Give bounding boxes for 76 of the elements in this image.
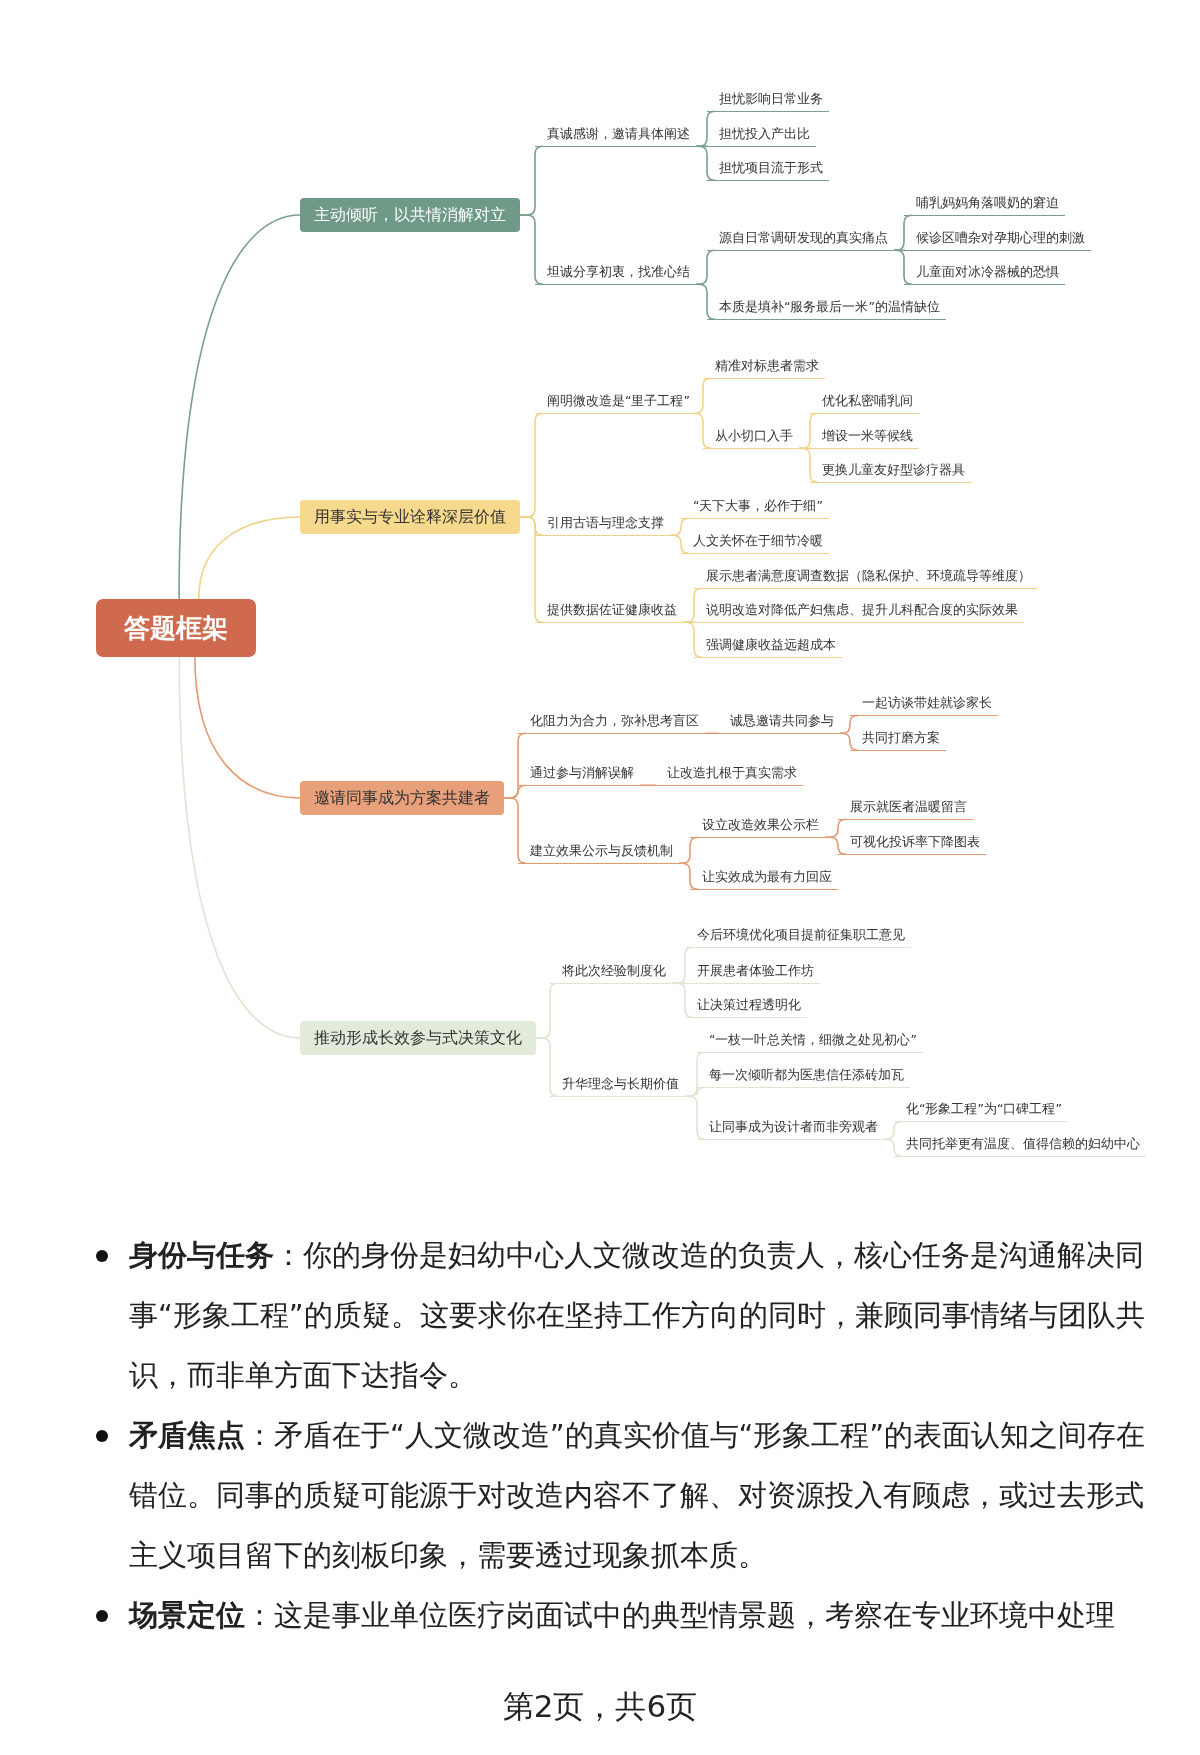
subtopic-label: 候诊区嘈杂对孕期心理的刺激 [904, 227, 1091, 251]
subtopic-label: 化“形象工程”为“口碑工程” [894, 1098, 1068, 1122]
subtopic-label: 建立效果公示与反馈机制 [518, 840, 679, 864]
subtopic-label: 真诚感谢，邀请具体阐述 [535, 123, 696, 147]
branch-topic-box: 主动倾听，以共情消解对立 [300, 198, 520, 232]
connector-line [883, 1138, 903, 1158]
subtopic-label: 共同托举更有温度、值得信赖的妇幼中心 [894, 1133, 1146, 1157]
page-number: 第2页，共6页 [501, 1687, 699, 1726]
subtopic-label: 让同事成为设计者而非旁观者 [697, 1116, 884, 1140]
connector-line [694, 412, 712, 450]
subtopic-label: 增设一米等候线 [810, 425, 919, 449]
subtopic-label: 优化私密哺乳间 [810, 390, 919, 414]
connector-line [639, 784, 657, 787]
connector-line [669, 534, 690, 555]
connector-line [535, 1037, 559, 1098]
subtopic-label: 说明改造对降低产妇焦虑、提升儿科配合度的实际效果 [694, 599, 1024, 623]
subtopic-label: 开展患者体验工作坊 [685, 960, 820, 984]
connector-line [798, 447, 819, 484]
connector-line [824, 836, 847, 856]
subtopic-label: 展示就医者温暖留言 [838, 796, 973, 820]
connector-line [695, 145, 716, 182]
subtopic-label: 担忧影响日常业务 [707, 88, 829, 112]
connector-line [684, 1095, 706, 1141]
subtopic-label: 可视化投诉率下降图表 [838, 831, 986, 855]
subtopic-label: 共同打磨方案 [850, 727, 946, 751]
bullet-paragraph: 场景定位：这是事业单位医疗岗面试中的典型情景题，考察在专业环境中处理 [129, 1598, 1116, 1634]
subtopic-label: 担忧投入产出比 [707, 123, 816, 147]
subtopic-label: 担忧项目流于形式 [707, 157, 829, 181]
subtopic-label: 坦诚分享初衷，找准心结 [535, 261, 696, 285]
subtopic-label: 阐明微改造是“里子工程” [535, 390, 696, 414]
subtopic-label: 让实效成为最有力回应 [690, 866, 838, 890]
subtopic-label: 一起访谈带娃就诊家长 [850, 692, 998, 716]
subtopic-label: 提供数据佐证健康收益 [535, 599, 683, 623]
branch-topic-box: 推动形成长效参与式决策文化 [300, 1021, 536, 1055]
connector-line [519, 214, 544, 286]
subtopic-label: 设立改造效果公示栏 [690, 814, 825, 838]
subtopic-label: 让改造扎根于真实需求 [655, 762, 803, 786]
connector-line [178, 214, 301, 600]
branch-topic-box: 邀请同事成为方案共建者 [300, 781, 504, 815]
connector-line [695, 283, 716, 321]
subtopic-label: 人文关怀在于细节冷暖 [681, 530, 829, 554]
subtopic-label: 升华理念与长期价值 [550, 1073, 685, 1097]
branch-topic-box: 用事实与专业诠释深层价值 [300, 500, 520, 534]
subtopic-label: 精准对标患者需求 [703, 355, 825, 379]
subtopic-label: 将此次经验制度化 [550, 960, 672, 984]
connector-line [678, 862, 699, 891]
subtopic-label: 强调健康收益远超成本 [694, 634, 842, 658]
subtopic-label: 化阻力为合力，弥补思考盲区 [518, 710, 705, 734]
subtopic-label: 今后环境优化项目提前征集职工意见 [685, 924, 911, 948]
subtopic-label: 诚恳邀请共同参与 [718, 710, 840, 734]
connector-line [704, 732, 720, 735]
subtopic-label: 更换儿童友好型诊疗器具 [810, 459, 971, 483]
subtopic-label: 展示患者满意度调查数据（隐私保护、环境疏导等维度） [694, 565, 1037, 589]
connector-line [178, 656, 301, 1039]
subtopic-label: 每一次倾听都为医患信任添砖加瓦 [697, 1064, 910, 1088]
connector-line [839, 732, 859, 752]
connector-line [197, 516, 301, 600]
connector-line [671, 982, 694, 1019]
connector-line [194, 656, 301, 799]
bullet-paragraph: 矛盾焦点：矛盾在于“人文微改造”的真实价值与“形象工程”的表面认知之间存在错位。同事的质疑可能源于对改造内容不了解、对资源投入有顾虑，或过去形式主义项目留下的刻板印象，需要透过现象抓本质。 [129, 1418, 1147, 1574]
root-topic-box: 答题框架 [96, 599, 256, 657]
connector-line [682, 621, 703, 659]
subtopic-label: 源自日常调研发现的真实痛点 [707, 227, 894, 251]
subtopic-label: 从小切口入手 [703, 425, 799, 449]
connector-line [503, 797, 527, 865]
subtopic-label: 本质是填补“服务最后一米”的温情缺位 [707, 296, 946, 320]
subtopic-label: 哺乳妈妈角落喂奶的窘迫 [904, 192, 1065, 216]
subtopic-label: 让决策过程透明化 [685, 994, 807, 1018]
subtopic-label: 引用古语与理念支撑 [535, 512, 670, 536]
subtopic-label: 通过参与消解误解 [518, 762, 640, 786]
connector-line [519, 516, 544, 624]
subtopic-label: 儿童面对冰冷器械的恐惧 [904, 261, 1065, 285]
subtopic-label: “一枝一叶总关情，细微之处见初心” [697, 1029, 923, 1053]
bullet-paragraph: 身份与任务：你的身份是妇幼中心人文微改造的负责人，核心任务是沟通解决同事“形象工程”的质疑。这要求你在坚持工作方向的同时，兼顾同事情绪与团队共识，而非单方面下达指令。 [129, 1238, 1146, 1394]
connector-line [893, 249, 913, 286]
subtopic-label: “天下大事，必作于细” [681, 495, 829, 519]
